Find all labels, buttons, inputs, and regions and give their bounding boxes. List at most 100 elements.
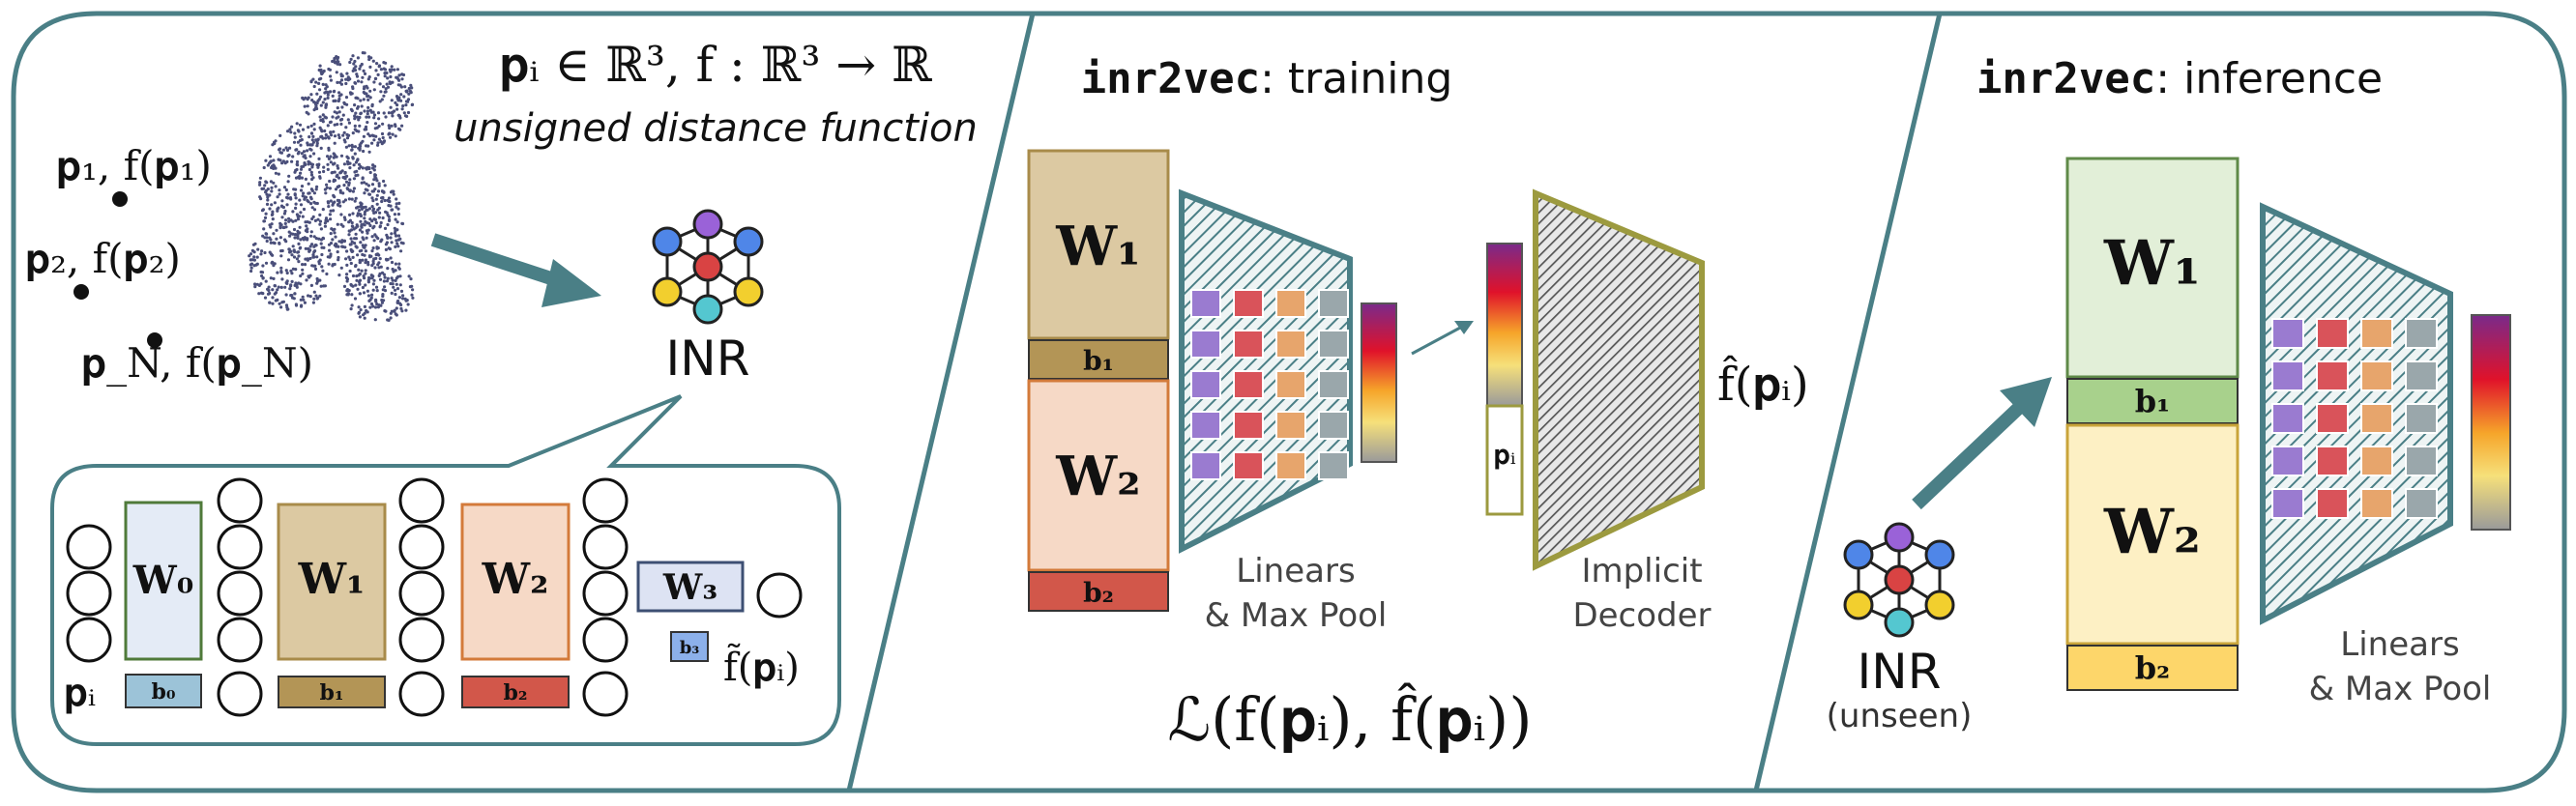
point-cloud-dot xyxy=(309,234,313,238)
point-cloud-dot xyxy=(356,97,360,101)
point-cloud-dot xyxy=(354,196,358,200)
point-cloud-dot xyxy=(332,162,336,166)
point-cloud-dot xyxy=(277,158,280,161)
point-cloud-dot xyxy=(306,143,309,147)
point-cloud-dot xyxy=(268,193,272,197)
point-cloud-dot xyxy=(395,197,398,201)
point-cloud-dot xyxy=(371,207,376,211)
point-cloud-dot xyxy=(261,264,265,268)
point-cloud-dot xyxy=(382,179,386,184)
point-cloud-dot xyxy=(249,263,252,267)
point-cloud-dot xyxy=(312,152,316,156)
point-cloud-dot xyxy=(273,284,277,288)
point-cloud-dot xyxy=(338,63,342,67)
decoder-input-point-label: 𝐩ᵢ xyxy=(1493,439,1515,471)
point-cloud-dot xyxy=(332,99,336,103)
point-cloud-dot xyxy=(294,196,298,200)
point-cloud-dot xyxy=(387,111,391,115)
point-cloud-dot xyxy=(356,253,360,257)
sample-point-1 xyxy=(112,191,128,207)
point-cloud-dot xyxy=(332,156,336,159)
point-cloud-dot xyxy=(366,263,370,267)
b3-block xyxy=(670,631,709,662)
point-cloud-dot xyxy=(329,242,334,245)
point-cloud-dot xyxy=(411,296,415,300)
point-cloud-dot xyxy=(320,130,324,133)
point-cloud-dot xyxy=(317,81,321,85)
point-cloud-dot xyxy=(323,221,327,225)
point-cloud-dot xyxy=(358,280,362,284)
point-cloud-dot xyxy=(328,248,332,252)
b2-label: 𝐛₂ xyxy=(503,680,527,705)
encoder-cell xyxy=(2271,488,2304,519)
point-cloud-dot xyxy=(357,118,361,122)
point-cloud-dot xyxy=(296,236,300,240)
point-cloud-dot xyxy=(378,257,382,261)
point-cloud-dot xyxy=(395,202,398,206)
point-cloud-dot xyxy=(284,218,288,222)
point-cloud-dot xyxy=(381,294,385,299)
point-cloud-dot xyxy=(398,116,402,120)
point-cloud-dot xyxy=(284,269,288,273)
point-cloud-dot xyxy=(323,284,327,288)
point-cloud-dot xyxy=(366,112,369,116)
point-cloud-dot xyxy=(382,94,386,98)
sample-point-n-label: 𝐩_N, f(𝐩_N) xyxy=(81,339,313,387)
point-cloud-dot xyxy=(399,289,404,293)
point-cloud-dot xyxy=(372,217,376,221)
point-cloud-dot xyxy=(364,261,367,265)
point-cloud-dot xyxy=(299,167,304,171)
point-cloud-dot xyxy=(255,262,259,266)
point-cloud-dot xyxy=(351,156,355,159)
point-cloud-dot xyxy=(394,245,397,248)
point-cloud-dot xyxy=(299,171,303,175)
point-cloud-dot xyxy=(267,285,271,289)
encoder-cell xyxy=(1190,411,1221,440)
point-cloud-dot xyxy=(363,213,366,216)
point-cloud-dot xyxy=(360,104,364,108)
point-cloud-dot xyxy=(337,185,341,188)
point-cloud-dot xyxy=(366,95,369,99)
encoder-cell xyxy=(1275,370,1306,399)
point-cloud-dot xyxy=(317,98,321,101)
point-cloud-dot xyxy=(356,56,360,60)
point-cloud-dot xyxy=(312,208,317,212)
point-cloud-dot xyxy=(333,195,337,199)
point-cloud-dot xyxy=(344,96,349,100)
point-cloud-dot xyxy=(323,98,327,101)
point-cloud-dot xyxy=(271,213,275,216)
point-cloud-dot xyxy=(289,249,293,253)
unseen-inr-sublabel: (unseen) xyxy=(1827,697,1973,735)
point-cloud-dot xyxy=(334,187,338,191)
point-cloud-dot xyxy=(390,232,394,236)
point-cloud-dot xyxy=(329,160,333,164)
point-cloud-dot xyxy=(395,239,398,243)
point-cloud-dot xyxy=(291,245,295,248)
point-cloud-dot xyxy=(279,266,283,270)
point-cloud-dot xyxy=(367,221,371,225)
point-cloud-dot xyxy=(351,85,355,89)
point-cloud-dot xyxy=(396,113,400,117)
point-cloud-dot xyxy=(293,192,297,196)
point-cloud-dot xyxy=(361,285,365,290)
point-cloud-dot xyxy=(372,239,376,243)
point-cloud-dot xyxy=(274,299,278,302)
point-cloud-dot xyxy=(299,188,304,192)
point-cloud-dot xyxy=(353,81,357,85)
point-cloud-dot xyxy=(381,122,385,126)
point-cloud-dot xyxy=(309,173,314,177)
point-cloud-dot xyxy=(353,59,357,64)
point-cloud-dot xyxy=(274,291,278,295)
point-cloud-dot xyxy=(323,129,327,133)
point-cloud-dot xyxy=(263,184,267,187)
point-cloud-dot xyxy=(321,82,325,86)
point-cloud-dot xyxy=(295,257,299,261)
decoder-input-point xyxy=(1485,404,1524,516)
point-cloud-dot xyxy=(336,164,339,168)
point-cloud-dot xyxy=(382,190,386,194)
point-cloud-dot xyxy=(375,62,379,66)
point-cloud-dot xyxy=(366,260,370,265)
point-cloud-dot xyxy=(248,254,251,258)
point-cloud-dot xyxy=(300,303,304,307)
point-cloud-dot xyxy=(372,113,377,117)
